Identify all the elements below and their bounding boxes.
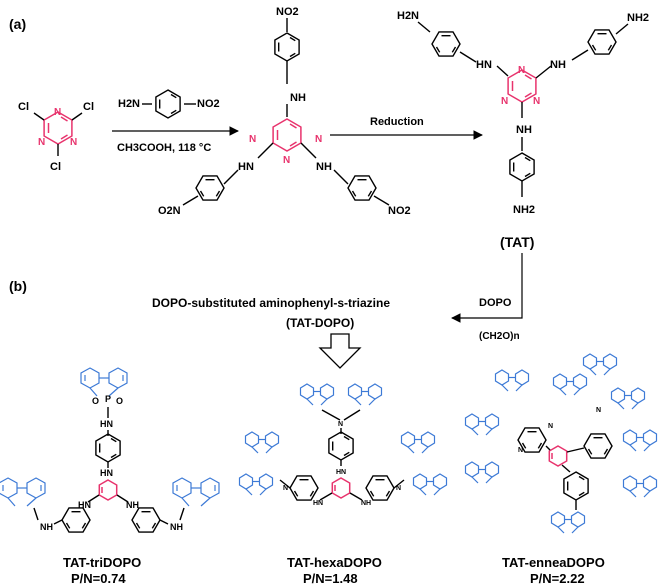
- atom-n: N: [596, 407, 601, 414]
- tat-tridopo-pn: P/N=0.74: [71, 571, 126, 586]
- atom-nh: NH: [516, 124, 532, 136]
- panel-a-label: (a): [9, 16, 26, 32]
- atom-n: N: [533, 96, 540, 107]
- atom-cl: Cl: [18, 101, 29, 113]
- step2-label: Reduction: [370, 116, 424, 128]
- atom-nh: NH: [170, 522, 183, 532]
- atom-o2n: O2N: [158, 205, 181, 217]
- atom-n: N: [38, 137, 45, 148]
- tat-label: (TAT): [500, 234, 534, 250]
- step3-reagent: DOPO: [479, 297, 512, 309]
- nitro-intermediate: NO2 NH N N N HN NH O2N NO2: [158, 6, 411, 217]
- p-nitroaniline: H2N NO2: [118, 89, 220, 119]
- panel-b-label: (b): [9, 278, 27, 294]
- reaction-arrow-3: [451, 253, 523, 323]
- atom-no2: NO2: [388, 205, 411, 217]
- tat-enneadopo-name: TAT-enneaDOPO: [502, 555, 605, 570]
- atom-hn: HN: [476, 59, 492, 71]
- atom-o: O: [92, 396, 99, 406]
- atom-n: N: [518, 65, 525, 76]
- atom-hn: HN: [78, 500, 91, 510]
- atom-hn: HN: [336, 469, 346, 476]
- atom-nh: NH: [550, 59, 566, 71]
- atom-h2n: H2N: [397, 10, 419, 22]
- step1-conditions: CH3COOH, 118 °C: [117, 142, 211, 154]
- atom-cl: Cl: [50, 161, 61, 173]
- tat-enneadopo-structure: N N N: [464, 353, 658, 534]
- step3-conditions: (CH2O)n: [479, 331, 520, 342]
- atom-cl: Cl: [83, 101, 94, 113]
- atom-nh: NH: [316, 161, 332, 173]
- atom-o: O: [116, 396, 123, 406]
- atom-n: N: [283, 485, 288, 492]
- atom-nh2: NH2: [513, 204, 535, 216]
- tat-hexadopo-pn: P/N=1.48: [303, 571, 358, 586]
- atom-n: N: [396, 485, 401, 492]
- atom-hn: HN: [238, 161, 254, 173]
- atom-h2n: H2N: [118, 98, 140, 110]
- atom-n: N: [70, 137, 77, 148]
- tat-tridopo-structure: O P O HN HN HN NH NH NH: [0, 367, 220, 533]
- atom-n: N: [518, 447, 523, 454]
- atom-hn: HN: [100, 419, 113, 429]
- atom-n: N: [315, 134, 322, 145]
- atom-p: P: [105, 394, 111, 404]
- atom-nh: NH: [40, 522, 53, 532]
- atom-nh: NH: [361, 500, 371, 507]
- atom-nh2: NH2: [627, 12, 649, 24]
- open-down-arrow-icon: [318, 333, 362, 369]
- atom-hn: HN: [313, 500, 323, 507]
- tat-hexadopo-name: TAT-hexaDOPO: [287, 555, 382, 570]
- atom-no2: NO2: [276, 6, 299, 18]
- atom-n: N: [501, 96, 508, 107]
- atom-n: N: [249, 134, 256, 145]
- cyanuric-chloride: N N N Cl Cl Cl: [18, 101, 94, 173]
- atom-no2: NO2: [197, 98, 220, 110]
- tat-product: H2N HN N N N NH NH2 NH NH2 (TAT): [397, 10, 649, 250]
- atom-hn: HN: [100, 468, 113, 478]
- atom-nh: NH: [126, 500, 139, 510]
- tat-dopo-title-line2: (TAT-DOPO): [286, 316, 354, 330]
- atom-n: N: [548, 423, 553, 430]
- atom-n: N: [54, 107, 61, 118]
- tat-tridopo-name: TAT-triDOPO: [63, 555, 141, 570]
- tat-dopo-title-line1: DOPO-substituted aminophenyl-s-triazine: [152, 296, 390, 310]
- atom-n: N: [283, 155, 290, 166]
- atom-n: N: [338, 421, 343, 428]
- tat-hexadopo-structure: N HN HN NH N N: [238, 383, 448, 507]
- tat-enneadopo-pn: P/N=2.22: [530, 571, 585, 586]
- atom-nh: NH: [290, 92, 306, 104]
